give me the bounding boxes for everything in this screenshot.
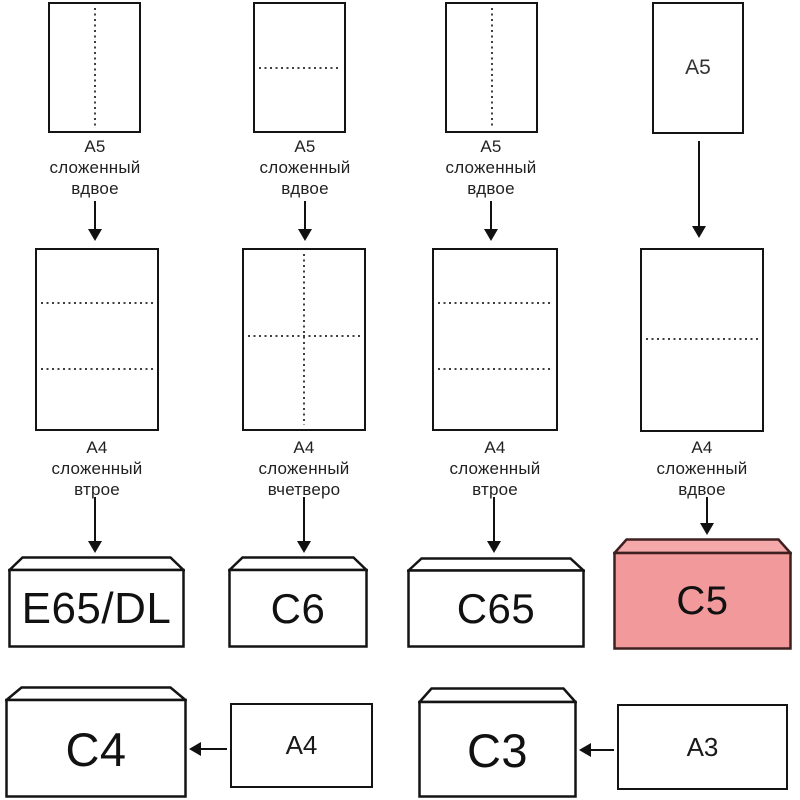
envelope-label: E65/DL bbox=[21, 584, 172, 633]
fold-line-vertical bbox=[93, 8, 96, 127]
envelope-shape bbox=[8, 556, 185, 648]
arrow-a5-to-a4-col3 bbox=[483, 201, 499, 241]
caption-line: А4 bbox=[484, 438, 506, 457]
envelope-e65dl: E65/DL bbox=[8, 556, 185, 648]
sheet-a4-col1 bbox=[35, 248, 159, 431]
envelope-label: C4 bbox=[65, 722, 127, 776]
sheet-inner-label: А3 bbox=[686, 731, 719, 762]
sheet-a5-col3 bbox=[445, 2, 538, 133]
envelope-c65: C65 bbox=[407, 557, 585, 648]
envelope-label: C3 bbox=[466, 723, 529, 777]
arrow-a3-to-c3 bbox=[579, 742, 614, 758]
caption-line: вдвое bbox=[678, 480, 726, 499]
caption-line: А5 bbox=[294, 137, 316, 156]
envelope-c6: C6 bbox=[228, 556, 368, 648]
caption-line: сложенный bbox=[656, 459, 748, 478]
arrow-a4-to-envelope-col1 bbox=[87, 497, 103, 553]
sheet-a4-col4 bbox=[640, 248, 764, 432]
arrowhead-icon bbox=[692, 226, 706, 238]
sheet-a4-flat: А4 bbox=[230, 703, 373, 788]
caption-a4-col4: А4 сложенный вдвое bbox=[622, 437, 782, 500]
arrowhead-icon bbox=[88, 541, 102, 553]
caption-line: А4 bbox=[691, 438, 713, 457]
fold-line-horizontal bbox=[646, 338, 758, 341]
caption-line: втрое bbox=[472, 480, 518, 499]
caption-line: А5 bbox=[480, 137, 502, 156]
caption-line: вдвое bbox=[281, 179, 329, 198]
caption-line: сложенный bbox=[449, 459, 541, 478]
arrowhead-icon bbox=[700, 523, 714, 535]
arrowhead-icon bbox=[298, 229, 312, 241]
arrow-a5-to-a4-col1 bbox=[87, 201, 103, 241]
sheet-a4-col2 bbox=[242, 248, 366, 431]
caption-a4-col1: А4 сложенный втрое bbox=[17, 437, 177, 500]
fold-line-horizontal bbox=[438, 368, 552, 371]
caption-line: вчетверо bbox=[267, 480, 341, 499]
arrowhead-icon bbox=[487, 541, 501, 553]
arrow-a4-to-envelope-col3 bbox=[486, 497, 502, 553]
caption-a5-col2: А5 сложенный вдвое bbox=[225, 136, 385, 199]
arrow-a4-to-envelope-col2 bbox=[296, 497, 312, 553]
sheet-inner-label: А5 bbox=[685, 56, 711, 79]
caption-line: А4 bbox=[293, 438, 315, 457]
caption-line: сложенный bbox=[258, 459, 350, 478]
caption-line: сложенный bbox=[51, 459, 143, 478]
envelope-shape bbox=[407, 557, 585, 648]
arrowhead-icon bbox=[189, 742, 201, 756]
fold-line-horizontal bbox=[438, 301, 552, 304]
caption-line: вдвое bbox=[71, 179, 119, 198]
sheet-a5-col1 bbox=[48, 2, 141, 133]
arrowhead-icon bbox=[297, 541, 311, 553]
caption-line: сложенный bbox=[49, 158, 141, 177]
caption-a5-col1: А5 сложенный вдвое bbox=[15, 136, 175, 199]
caption-line: сложенный bbox=[445, 158, 537, 177]
fold-line-vertical bbox=[490, 8, 493, 127]
sheet-a3-flat: А3 bbox=[617, 704, 788, 790]
envelope-shape bbox=[228, 556, 368, 648]
arrow-a4-to-c4 bbox=[189, 741, 227, 757]
envelope-label: C5 bbox=[676, 579, 729, 623]
envelope-c4: C4 bbox=[5, 686, 187, 798]
caption-a4-col2: А4 сложенный вчетверо bbox=[224, 437, 384, 500]
fold-line-horizontal bbox=[248, 335, 360, 338]
sheet-a5-col2 bbox=[253, 2, 346, 133]
arrow-a5-to-a4-col4 bbox=[691, 141, 707, 238]
caption-line: втрое bbox=[74, 480, 120, 499]
caption-line: сложенный bbox=[259, 158, 351, 177]
arrow-a4-to-envelope-col4 bbox=[699, 497, 715, 535]
arrow-a5-to-a4-col2 bbox=[297, 201, 313, 241]
sheet-inner-label: А4 bbox=[285, 730, 318, 760]
sheet-a4-col3 bbox=[432, 248, 558, 431]
caption-line: А4 bbox=[86, 438, 108, 457]
envelope-shape bbox=[418, 687, 577, 798]
caption-line: вдвое bbox=[467, 179, 515, 198]
arrowhead-icon bbox=[579, 743, 591, 757]
envelope-shape bbox=[5, 686, 187, 798]
envelope-c5-highlighted: C5 bbox=[613, 538, 792, 650]
caption-a5-col3: А5 сложенный вдвое bbox=[411, 136, 571, 199]
envelope-shape bbox=[613, 538, 792, 650]
fold-line-horizontal bbox=[41, 301, 153, 304]
envelope-c3: C3 bbox=[418, 687, 577, 798]
arrowhead-icon bbox=[484, 229, 498, 241]
caption-line: А5 bbox=[84, 137, 106, 156]
envelope-label: C65 bbox=[456, 585, 536, 632]
caption-a4-col3: А4 сложенный втрое bbox=[415, 437, 575, 500]
fold-line-vertical bbox=[303, 254, 305, 425]
fold-line-horizontal bbox=[41, 368, 153, 371]
sheet-a5-col4: А5 bbox=[652, 2, 744, 134]
fold-line-horizontal bbox=[259, 66, 340, 69]
arrowhead-icon bbox=[88, 229, 102, 241]
envelope-label: C6 bbox=[270, 585, 326, 632]
